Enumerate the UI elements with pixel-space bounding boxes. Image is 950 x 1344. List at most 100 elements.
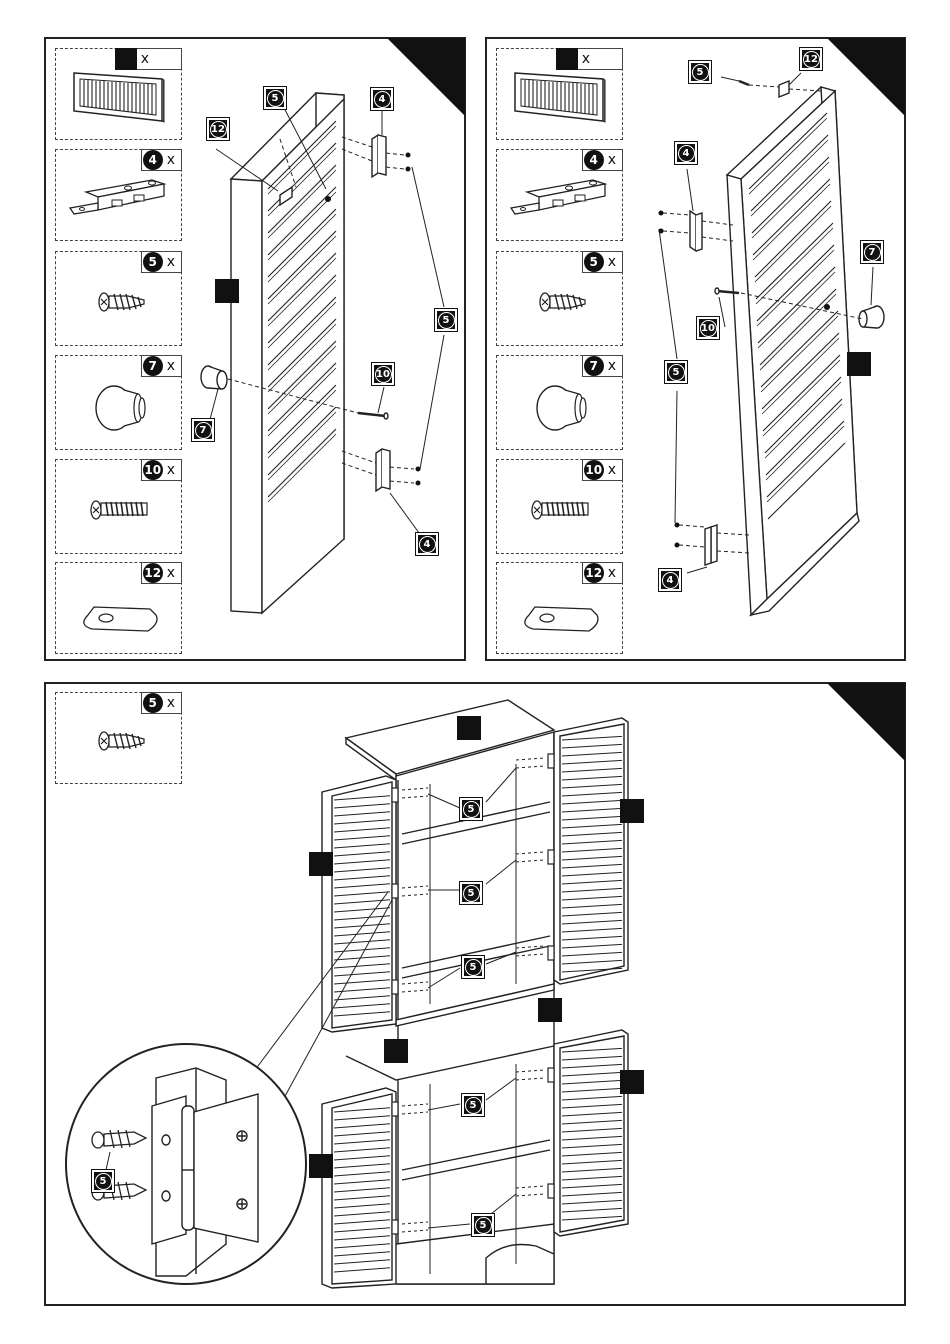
louver-slat [562, 1104, 622, 1108]
louver-slat [562, 944, 622, 948]
louver-slat [334, 940, 390, 944]
louver-slat [562, 832, 622, 836]
louver-slat [334, 876, 390, 880]
step-corner-marker [387, 38, 465, 116]
louver-slat [562, 816, 622, 820]
louver-slat [334, 948, 390, 952]
louver-slat [562, 960, 622, 964]
louver-slat [334, 1108, 390, 1112]
louver-slat [562, 752, 622, 756]
callout-7: 7 [192, 419, 214, 441]
louver-slat [562, 1048, 622, 1052]
callout-4: 4 [675, 142, 697, 164]
louver-slat [562, 824, 622, 828]
louver-slat [562, 888, 622, 892]
louver-slat [562, 1080, 622, 1084]
callout-7: 7 [861, 241, 883, 263]
part-box-hinge: 4x [496, 149, 623, 241]
louver-slat [334, 1164, 390, 1168]
louver-slat [334, 1132, 390, 1136]
hinge-icon [56, 150, 183, 242]
wood-screw-icon [497, 252, 624, 347]
louver-slat [562, 744, 622, 748]
callout-5: 5 [264, 87, 286, 109]
knob-icon [497, 356, 624, 451]
part-tag-side [384, 1039, 408, 1063]
part-tag-side [538, 998, 562, 1022]
louver-slat [334, 1124, 390, 1128]
louver-slat [562, 1200, 622, 1204]
louver-slat [334, 820, 390, 824]
louver-slat [334, 844, 390, 848]
part-tag-lower-left-door [309, 1154, 333, 1178]
callout-5: 5 [689, 61, 711, 83]
louver-slat [562, 912, 622, 916]
louver-slat [334, 1180, 390, 1184]
callout-5: 5 [460, 882, 482, 904]
louver-slat [562, 1056, 622, 1060]
callout-5: 5 [665, 361, 687, 383]
shutter-panel-icon [56, 49, 183, 141]
louver-slat [334, 924, 390, 928]
louver-slat [562, 896, 622, 900]
louver-slat [334, 828, 390, 832]
louver-slat [334, 836, 390, 840]
louver-slat [562, 760, 622, 764]
louver-slat [334, 908, 390, 912]
louver-slat [562, 1144, 622, 1148]
louver-slat [334, 956, 390, 960]
washer-plate-icon [56, 563, 183, 655]
louver-slat [562, 1184, 622, 1188]
louver-slat [562, 1192, 622, 1196]
part-tag-door [847, 352, 871, 376]
louver-slat [334, 1196, 390, 1200]
louver-slat [562, 736, 622, 740]
louver-slat [334, 916, 390, 920]
louver-slat [334, 1116, 390, 1120]
louver-slat [562, 936, 622, 940]
louver-slat [562, 928, 622, 932]
louver-slat [562, 800, 622, 804]
louver-slat [334, 980, 390, 984]
louver-slat [334, 1244, 390, 1248]
louver-slat [562, 1096, 622, 1100]
louver-slat [562, 1176, 622, 1180]
louver-slat [562, 1152, 622, 1156]
louver-slat [334, 860, 390, 864]
louver-slat [562, 1072, 622, 1076]
louver-slat [334, 1220, 390, 1224]
louver-slat [562, 952, 622, 956]
louver-slat [562, 1120, 622, 1124]
shutter-panel-icon [497, 49, 624, 141]
louver-slat [334, 972, 390, 976]
wood-screw-icon [56, 693, 183, 785]
louver-slat [334, 852, 390, 856]
callout-5: 5 [435, 309, 457, 331]
louver-slat [334, 1204, 390, 1208]
louver-slat [562, 920, 622, 924]
louver-slat [334, 892, 390, 896]
wood-screw-icon [56, 252, 183, 347]
louver-slat [562, 1112, 622, 1116]
part-tag-door [215, 279, 239, 303]
part-box-shutter: x [55, 48, 182, 140]
louver-slat [334, 1188, 390, 1192]
part-tag-top [457, 716, 481, 740]
louver-slat [562, 1208, 622, 1212]
callout-10: 10 [697, 317, 719, 339]
machine-screw-icon [497, 460, 624, 555]
step-corner-marker [827, 38, 905, 116]
callout-5: 5 [92, 1170, 114, 1192]
callout-4: 4 [416, 533, 438, 555]
callout-5: 5 [462, 956, 484, 978]
